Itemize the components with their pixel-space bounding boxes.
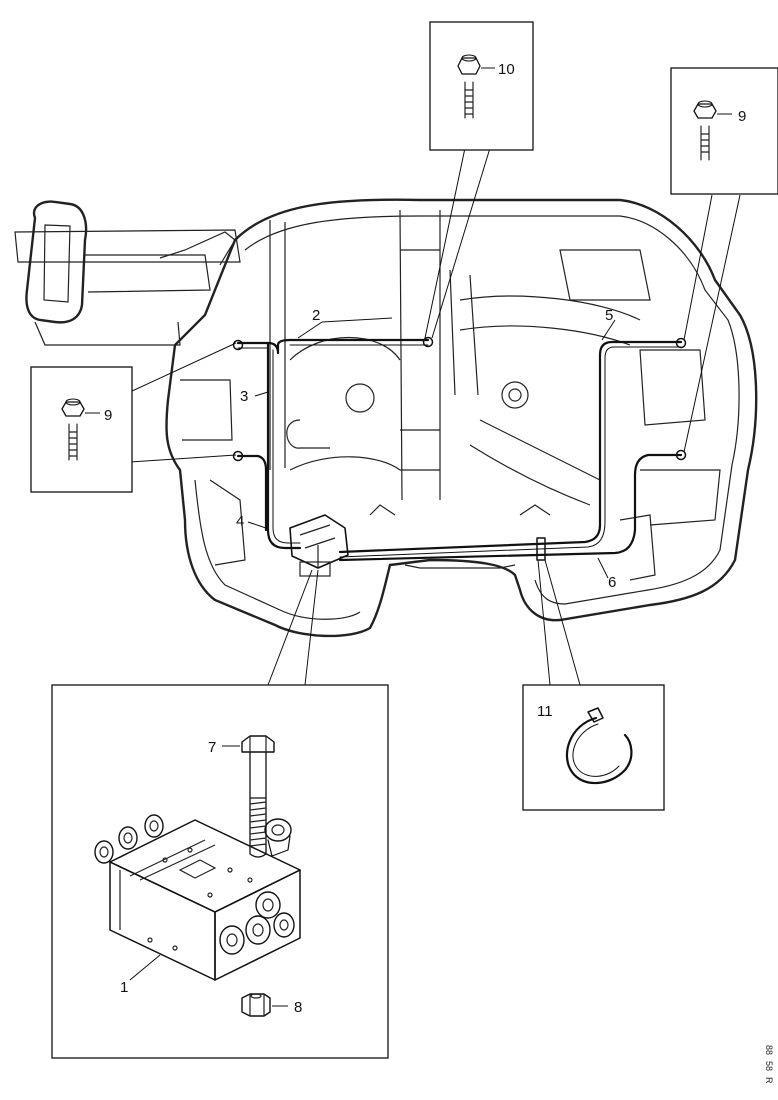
detail-box-9-left: 9	[30, 366, 133, 493]
valve-block-icon	[94, 814, 301, 981]
leader-lines	[129, 147, 741, 686]
callout-1: 1	[120, 979, 128, 996]
detail-box-valve: 7	[51, 684, 389, 1059]
hydraulic-lines	[232, 336, 687, 577]
nut-fitting-9-icon	[693, 100, 717, 161]
drawing-code-part-2: 58	[764, 1061, 774, 1071]
callout-3: 3	[240, 388, 248, 405]
nut-icon	[241, 993, 271, 1017]
drawing-code-part-1: 88	[764, 1045, 774, 1055]
callout-2: 2	[312, 307, 320, 324]
chassis-frame	[14, 198, 758, 638]
nut-fitting-10-icon	[457, 54, 481, 119]
callout-8: 8	[294, 999, 302, 1016]
callout-6: 6	[608, 574, 616, 591]
nut-fitting-9-icon	[61, 398, 85, 461]
callout-10: 10	[498, 61, 515, 78]
callout-4: 4	[236, 513, 244, 530]
detail-box-11: 11	[522, 684, 665, 811]
callout-11: 11	[537, 703, 553, 720]
callout-7: 7	[208, 739, 216, 756]
hose-clamp-icon	[566, 707, 633, 785]
callout-9-right: 9	[738, 108, 746, 125]
drawing-code: 88 58 R	[764, 1045, 774, 1084]
detail-box-9-right: 9	[670, 67, 778, 195]
callout-9-left: 9	[104, 407, 112, 424]
detail-box-10: 10	[429, 21, 534, 151]
drawing-code-part-3: R	[764, 1077, 774, 1084]
callout-5: 5	[605, 307, 613, 324]
main-callouts: 2 3 4 5 6	[236, 307, 616, 591]
